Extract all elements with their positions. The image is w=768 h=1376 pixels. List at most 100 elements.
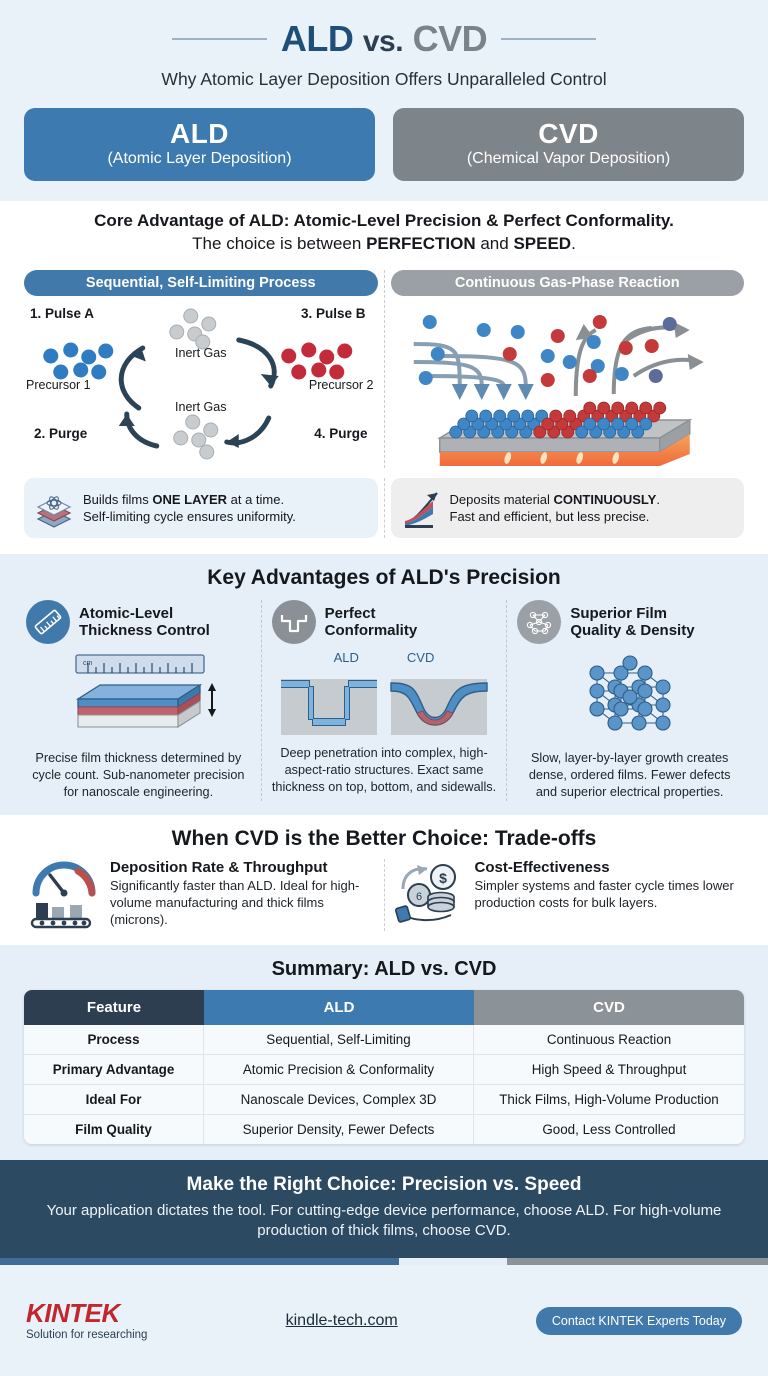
core-l2-speed: SPEED [513, 234, 572, 254]
contact-experts-button[interactable]: Contact KINTEK Experts Today [535, 1306, 742, 1335]
tradeoff-deposition-rate: Deposition Rate & Throughput Significant… [20, 859, 384, 931]
summary-table-body: Process Sequential, Self-Limiting Contin… [24, 1024, 744, 1144]
crystal-lattice-icon [589, 655, 671, 731]
advantage-text-2: Deep penetration into complex, high-aspe… [271, 746, 497, 794]
title-vs: vs. [362, 25, 404, 58]
summary-table: Feature ALD CVD Process Sequential, Self… [24, 989, 744, 1144]
film-stack-ruler-icon: cm [75, 654, 217, 729]
col-header-ald: ALD [204, 989, 474, 1025]
advantage-heading-1-l2: Thickness Control [79, 622, 210, 640]
advantage-film-quality: Superior Film Quality & Density [506, 600, 752, 801]
pill-cvd: CVD (Chemical Vapor Deposition) [393, 108, 744, 182]
kintek-logo: KINTEK Solution for researching [26, 1300, 147, 1342]
trench-icon [271, 600, 316, 645]
page-title: ALD vs. CVD [280, 18, 488, 60]
process-comparison-section: Sequential, Self-Limiting Process [0, 258, 768, 475]
advantage-heading-2-l1: Perfect [324, 605, 376, 623]
row-3-feature: Film Quality [24, 1114, 204, 1144]
ruler-icon [26, 600, 70, 645]
pill-cvd-full: (Chemical Vapor Deposition) [466, 150, 671, 168]
conformality-label-ald: ALD [333, 650, 359, 666]
process-summary-col-cvd: Deposits material CONTINUOUSLY. Fast and… [385, 478, 751, 539]
process-col-ald: Sequential, Self-Limiting Process [18, 270, 385, 469]
coins-hand-icon: $ 6 [394, 863, 456, 923]
title-ald: ALD [280, 18, 354, 59]
ald-cycle-diagram: 1. Pulse A Precursor 1 2. Purge 3. Pulse… [24, 300, 378, 468]
tradeoff-1-body: Deposition Rate & Throughput Significant… [110, 859, 376, 931]
tradeoffs-section: When CVD is the Better Choice: Trade-off… [0, 814, 768, 945]
process-summary-col-ald: Builds films ONE LAYER at a time. Self-l… [18, 478, 385, 539]
row-1-cvd: High Speed & Throughput [474, 1054, 744, 1085]
advantage-heading-3-l1: Superior Film [570, 605, 668, 623]
row-0-cvd: Continuous Reaction [474, 1024, 744, 1055]
advantage-art-1: cm [26, 650, 251, 746]
cycle-step4-label: 4. Purge [314, 426, 368, 442]
website-link[interactable]: kindle-tech.com [285, 1311, 398, 1329]
title-row: ALD vs. CVD [0, 18, 768, 60]
core-l2-c: and [475, 234, 514, 254]
pill-ald-name: ALD [169, 118, 230, 149]
advantage-text-3: Slow, layer-by-layer growth creates dens… [528, 751, 731, 799]
core-l2-perfection: PERFECTION [366, 234, 476, 254]
cta-text: Your application dictates the tool. For … [46, 1201, 722, 1240]
process-header-cvd: Continuous Gas-Phase Reaction [390, 270, 744, 297]
row-1-ald: Atomic Precision & Conformality [204, 1054, 474, 1085]
tradeoff-text-2: Simpler systems and faster cycle times l… [474, 877, 734, 910]
cta-heading: Make the Right Choice: Precision vs. Spe… [186, 1173, 582, 1195]
tradeoffs-title: When CVD is the Better Choice: Trade-off… [171, 826, 597, 850]
cycle-step3-label: 3. Pulse B [300, 306, 366, 322]
advantage-head-1: Atomic-Level Thickness Control [26, 600, 251, 645]
cvd-summary-b: CONTINUOUSLY [553, 491, 657, 507]
table-row: Film Quality Superior Density, Fewer Def… [24, 1114, 744, 1144]
key-advantages-section: Key Advantages of ALD's Precision [0, 554, 768, 815]
row-3-cvd: Good, Less Controlled [474, 1114, 744, 1144]
advantage-art-3 [517, 650, 742, 746]
tradeoffs-row: Deposition Rate & Throughput Significant… [20, 858, 748, 931]
advantage-heading-2-l2: Conformality [324, 622, 418, 640]
title-rule-left [171, 38, 267, 40]
lattice-icon [517, 600, 562, 645]
advantage-heading-1: Atomic-Level Thickness Control [79, 605, 210, 640]
row-2-feature: Ideal For [24, 1084, 204, 1115]
pill-ald: ALD (Atomic Layer Deposition) [24, 108, 375, 182]
table-row: Ideal For Nanoscale Devices, Complex 3D … [24, 1084, 744, 1115]
pill-ald-full: (Atomic Layer Deposition) [107, 150, 292, 168]
cvd-summary-text: Deposits material CONTINUOUSLY. Fast and… [450, 491, 660, 526]
inert-gas-top-label: Inert Gas [175, 346, 227, 361]
advantage-thickness-control: Atomic-Level Thickness Control [16, 600, 261, 800]
row-1-feature: Primary Advantage [24, 1054, 204, 1085]
core-l2-a: The choice is between [192, 234, 367, 254]
gauge-factory-icon [30, 861, 96, 928]
key-advantages-row: Atomic-Level Thickness Control [16, 600, 752, 801]
core-advantage-line1: Core Advantage of ALD: Atomic-Level Prec… [94, 211, 674, 231]
title-rule-right [501, 38, 597, 40]
cvd-reaction-diagram [391, 300, 745, 468]
page-subtitle: Why Atomic Layer Deposition Offers Unpar… [161, 69, 607, 89]
cvd-summary-d: Fast and efficient, but less precise. [449, 509, 650, 525]
summary-table-header-row: Feature ALD CVD [24, 989, 744, 1025]
table-row: Process Sequential, Self-Limiting Contin… [24, 1024, 744, 1055]
pill-cvd-name: CVD [538, 118, 599, 149]
row-2-cvd: Thick Films, High-Volume Production [474, 1084, 744, 1115]
conformality-labels: ALD CVD [272, 650, 497, 665]
inert-gas-bottom-label: Inert Gas [175, 400, 227, 415]
precursor1-dots [43, 342, 114, 380]
row-0-feature: Process [24, 1024, 204, 1055]
layers-atom-icon [36, 496, 72, 529]
tradeoff-2-body: Cost-Effectiveness Simpler systems and f… [475, 859, 741, 931]
logo-tagline: Solution for researching [26, 1328, 148, 1341]
ald-summary-text: Builds films ONE LAYER at a time. Self-l… [83, 491, 296, 526]
process-col-cvd: Continuous Gas-Phase Reaction [385, 270, 751, 468]
conformality-label-row: ALD CVD [272, 650, 497, 665]
tradeoff-text-1: Significantly faster than ALD. Ideal for… [110, 877, 360, 928]
method-pill-row: ALD (Atomic Layer Deposition) CVD (Chemi… [0, 90, 768, 201]
accent-bar-gray [506, 1258, 768, 1266]
summary-section: Summary: ALD vs. CVD Feature ALD CVD Pro… [0, 944, 768, 1160]
inert-gas-bottom-dots [173, 414, 219, 460]
ald-summary-box: Builds films ONE LAYER at a time. Self-l… [24, 478, 378, 539]
process-summary-row: Builds films ONE LAYER at a time. Self-l… [0, 474, 768, 555]
cvd-summary-c: . [656, 491, 660, 507]
logo-wordmark: KINTEK [26, 1297, 120, 1328]
ald-summary-c: at a time. [227, 491, 285, 507]
